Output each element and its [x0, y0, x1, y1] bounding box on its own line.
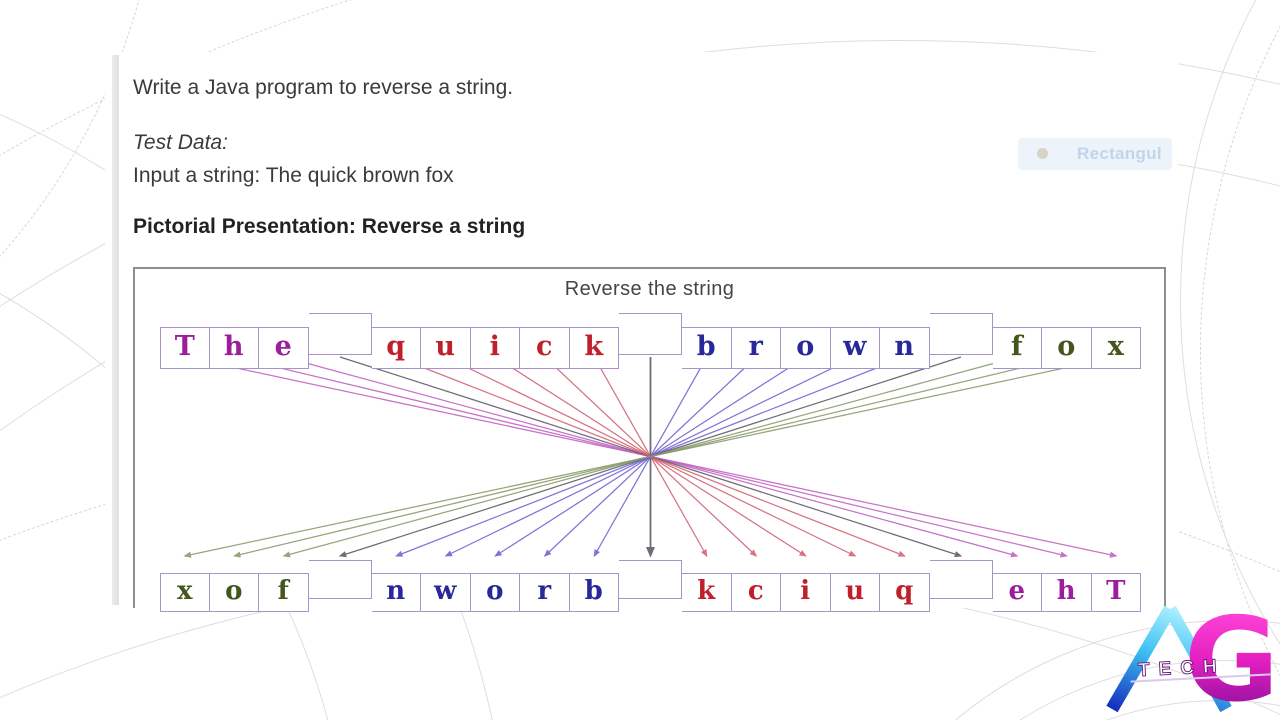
char-cell: n: [371, 573, 421, 612]
char-cell: i: [781, 573, 831, 612]
char-cell: o: [1042, 327, 1092, 369]
char-cell: n: [880, 327, 930, 369]
pictorial-heading: Pictorial Presentation: Reverse a string: [133, 215, 526, 238]
char-cell: r: [520, 573, 570, 612]
char-cell: b: [682, 327, 732, 369]
test-input-line: Input a string: The quick brown fox: [133, 164, 454, 187]
bullet-dot-icon: [1037, 148, 1048, 159]
char-cell: x: [1091, 327, 1141, 369]
char-cell: c: [731, 573, 781, 612]
char-cell: x: [160, 573, 210, 612]
logo-tech-banner: TECH: [1130, 655, 1271, 683]
space-cell: [929, 313, 993, 355]
char-cell: q: [880, 573, 930, 612]
annotation-tool-button[interactable]: Rectangul: [1018, 138, 1172, 170]
blockquote-bar: [112, 55, 119, 605]
char-cell: u: [421, 327, 471, 369]
char-cell: h: [1042, 573, 1092, 612]
char-cell: f: [259, 573, 309, 612]
char-cell: o: [781, 327, 831, 369]
char-cell: f: [992, 327, 1042, 369]
logo-letter-a: [1106, 605, 1232, 713]
space-cell: [308, 560, 372, 599]
reverse-mapping-arrow: [183, 356, 1117, 558]
diagram-title: Reverse the string: [564, 278, 735, 300]
char-cell: q: [371, 327, 421, 369]
annotation-tool-label: Rectangul: [1077, 144, 1162, 163]
test-data-label: Test Data:: [133, 131, 228, 154]
char-cell: h: [209, 327, 259, 369]
char-cell: r: [731, 327, 781, 369]
char-cell: w: [421, 573, 471, 612]
char-cell: o: [470, 573, 520, 612]
char-cell: b: [569, 573, 619, 612]
space-cell: [619, 560, 682, 599]
char-cell: o: [209, 573, 259, 612]
exercise-question: Write a Java program to reverse a string…: [133, 76, 514, 99]
char-cell: w: [830, 327, 880, 369]
space-cell: [619, 313, 682, 355]
logo-letter-g: G: [1184, 596, 1279, 720]
space-cell: [308, 313, 372, 355]
char-cell: T: [160, 327, 210, 369]
char-cell: i: [470, 327, 520, 369]
ag-tech-logo: G TECH: [1106, 596, 1279, 720]
reverse-arrows: [183, 356, 1118, 558]
char-cell: c: [520, 327, 570, 369]
char-cell: e: [992, 573, 1042, 612]
char-cell: k: [682, 573, 732, 612]
logo-tech-text: TECH: [1138, 656, 1227, 682]
char-cell: T: [1091, 573, 1141, 612]
char-cell: u: [830, 573, 880, 612]
char-cell: k: [569, 327, 619, 369]
space-cell: [929, 560, 993, 599]
webpage-content: Write a Java program to reverse a string…: [105, 52, 1178, 612]
char-cell: e: [259, 327, 309, 369]
